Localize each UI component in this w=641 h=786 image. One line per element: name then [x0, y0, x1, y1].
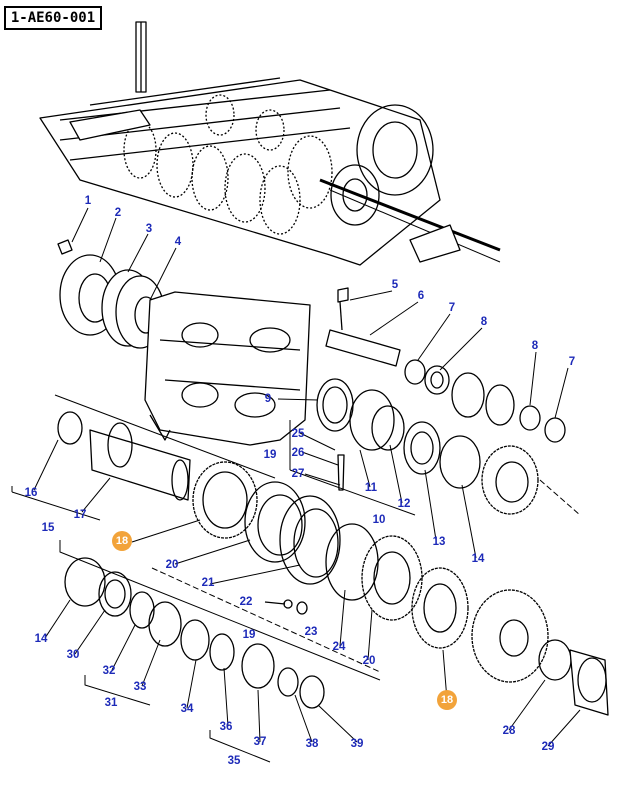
callout-37[interactable]: 37 [253, 736, 267, 748]
callout-2[interactable]: 2 [114, 207, 122, 219]
callout-38[interactable]: 38 [305, 738, 319, 750]
callout-18b-highlighted[interactable]: 18 [437, 690, 457, 710]
lower-parts-row [64, 557, 609, 716]
callout-11[interactable]: 11 [364, 482, 378, 494]
callout-19[interactable]: 19 [263, 449, 277, 461]
shift-housing [144, 291, 311, 446]
callout-30[interactable]: 30 [66, 649, 80, 661]
callout-1[interactable]: 1 [84, 195, 92, 207]
group-brackets [11, 394, 581, 763]
callout-20b[interactable]: 20 [362, 655, 376, 667]
callout-8b[interactable]: 8 [531, 340, 539, 352]
callout-35[interactable]: 35 [227, 755, 241, 767]
callout-4[interactable]: 4 [174, 236, 182, 248]
callout-28[interactable]: 28 [502, 725, 516, 737]
callout-20[interactable]: 20 [165, 559, 179, 571]
callout-24[interactable]: 24 [332, 641, 346, 653]
callout-22[interactable]: 22 [239, 596, 253, 608]
input-shaft [57, 411, 191, 501]
callout-15[interactable]: 15 [41, 522, 55, 534]
callout-32[interactable]: 32 [102, 665, 116, 677]
callout-13[interactable]: 13 [432, 536, 446, 548]
callout-36[interactable]: 36 [219, 721, 233, 733]
callout-39[interactable]: 39 [350, 738, 364, 750]
callout-29[interactable]: 29 [541, 741, 555, 753]
callout-33[interactable]: 33 [133, 681, 147, 693]
callout-9[interactable]: 9 [264, 393, 272, 405]
reference-code-label: 1-AE60-001 [4, 6, 102, 30]
callout-6[interactable]: 6 [417, 290, 425, 302]
transmission-assembly [39, 21, 501, 266]
callout-34[interactable]: 34 [180, 703, 194, 715]
callout-27[interactable]: 27 [291, 468, 305, 480]
callout-17[interactable]: 17 [73, 509, 87, 521]
callout-14[interactable]: 14 [471, 553, 485, 565]
callout-14b[interactable]: 14 [34, 633, 48, 645]
callout-26[interactable]: 26 [291, 447, 305, 459]
callout-18-highlighted[interactable]: 18 [112, 531, 132, 551]
synchro-row [192, 454, 549, 683]
callout-10[interactable]: 10 [372, 514, 386, 526]
idler-shaft [325, 287, 566, 443]
callout-25[interactable]: 25 [291, 428, 305, 440]
callout-16[interactable]: 16 [24, 487, 38, 499]
callout-19b[interactable]: 19 [242, 629, 256, 641]
callout-12[interactable]: 12 [397, 498, 411, 510]
leader-lines [33, 207, 581, 747]
callout-23[interactable]: 23 [304, 626, 318, 638]
callout-7b[interactable]: 7 [568, 356, 576, 368]
middle-gear-row [316, 378, 539, 515]
callout-5[interactable]: 5 [391, 279, 399, 291]
callout-31[interactable]: 31 [104, 697, 118, 709]
callout-8[interactable]: 8 [480, 316, 488, 328]
callout-3[interactable]: 3 [145, 223, 153, 235]
callout-21[interactable]: 21 [201, 577, 215, 589]
callout-7[interactable]: 7 [448, 302, 456, 314]
